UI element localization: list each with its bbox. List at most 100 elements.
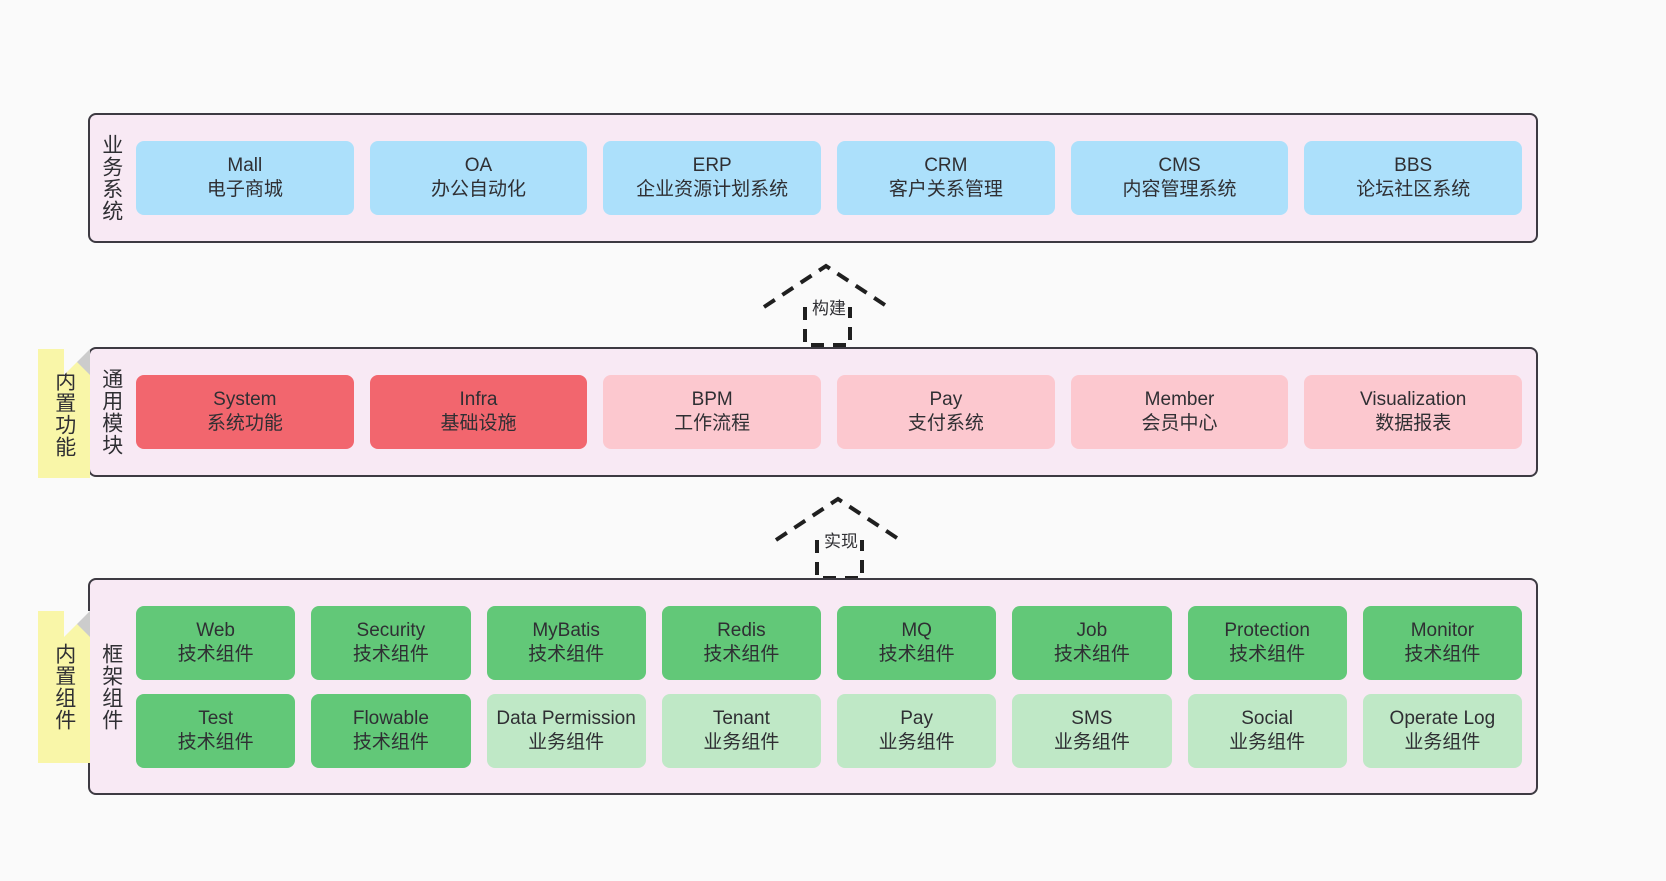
card-subtitle: 业务组件	[703, 731, 780, 753]
card-subtitle: 业务组件	[878, 731, 955, 753]
card-security[interactable]: Security 技术组件	[311, 605, 471, 680]
card-pay[interactable]: Pay 支付系统	[837, 375, 1055, 449]
card-title: Pay	[929, 389, 963, 411]
card-subtitle: 技术组件	[352, 731, 429, 753]
card-subtitle: 基础设施	[440, 413, 517, 434]
card-title: BPM	[691, 389, 733, 411]
sticky-note-label: 内置组件	[52, 643, 76, 731]
card-title: Job	[1076, 619, 1108, 641]
card-subtitle: 客户关系管理	[888, 179, 1003, 200]
sticky-fold-cut-icon	[64, 611, 90, 637]
card-erp[interactable]: ERP 企业资源计划系统	[603, 141, 822, 215]
connector-build: 构建	[760, 262, 920, 347]
card-pay-biz[interactable]: Pay 业务组件	[837, 693, 997, 768]
card-row: Mall 电子商城 OA 办公自动化 ERP 企业资源计划系统 CRM 客户关系…	[136, 141, 1523, 215]
card-operate-log[interactable]: Operate Log 业务组件	[1362, 693, 1522, 768]
card-title: BBS	[1394, 155, 1433, 177]
layer-common-module-cards: System 系统功能 Infra 基础设施 BPM 工作流程 Pay 支付系统…	[132, 349, 1536, 475]
card-social[interactable]: Social 业务组件	[1187, 693, 1347, 768]
card-title: Member	[1144, 389, 1215, 411]
card-test[interactable]: Test 技术组件	[136, 693, 296, 768]
card-title: Social	[1241, 707, 1293, 729]
card-title: Mall	[227, 155, 263, 177]
sticky-fold-cut-icon	[64, 349, 90, 375]
card-tenant[interactable]: Tenant 业务组件	[661, 693, 821, 768]
card-monitor[interactable]: Monitor 技术组件	[1362, 605, 1522, 680]
card-mq[interactable]: MQ 技术组件	[837, 605, 997, 680]
card-subtitle: 支付系统	[907, 413, 984, 434]
card-title: System	[213, 389, 277, 411]
card-sms[interactable]: SMS 业务组件	[1012, 693, 1172, 768]
card-crm[interactable]: CRM 客户关系管理	[837, 141, 1055, 215]
card-mall[interactable]: Mall 电子商城	[136, 141, 354, 215]
card-system[interactable]: System 系统功能	[136, 375, 354, 449]
card-title: Infra	[459, 389, 498, 411]
layer-common-module: 通用模块 System 系统功能 Infra 基础设施 BPM 工作流程 Pay…	[88, 347, 1538, 477]
card-title: SMS	[1071, 707, 1113, 729]
card-visualization[interactable]: Visualization 数据报表	[1304, 375, 1523, 449]
card-bpm[interactable]: BPM 工作流程	[603, 375, 822, 449]
card-title: CRM	[924, 155, 968, 177]
card-subtitle: 技术组件	[352, 643, 429, 665]
card-bbs[interactable]: BBS 论坛社区系统	[1304, 141, 1523, 215]
card-subtitle: 技术组件	[1229, 643, 1306, 665]
card-title: Operate Log	[1389, 707, 1496, 729]
layer-framework-component: 框架组件 Web 技术组件 Security 技术组件 MyBatis 技术组件…	[88, 578, 1538, 795]
connector-build-label: 构建	[812, 299, 846, 318]
card-subtitle: 业务组件	[1053, 731, 1130, 753]
card-cms[interactable]: CMS 内容管理系统	[1070, 141, 1289, 215]
card-subtitle: 业务组件	[1229, 731, 1306, 753]
card-protection[interactable]: Protection 技术组件	[1187, 605, 1347, 680]
card-flowable[interactable]: Flowable 技术组件	[311, 693, 471, 768]
card-subtitle: 企业资源计划系统	[636, 179, 789, 200]
card-member[interactable]: Member 会员中心	[1070, 375, 1289, 449]
card-subtitle: 业务组件	[1404, 731, 1481, 753]
card-infra[interactable]: Infra 基础设施	[369, 375, 588, 449]
card-title: MQ	[901, 619, 932, 641]
card-title: Protection	[1224, 619, 1310, 641]
card-subtitle: 技术组件	[1053, 643, 1130, 665]
card-subtitle: 会员中心	[1141, 413, 1218, 434]
card-title: Redis	[717, 619, 766, 641]
card-title: Monitor	[1410, 619, 1475, 641]
layer-business-system-label: 业务系统	[99, 134, 123, 222]
card-title: Test	[198, 707, 234, 729]
card-subtitle: 技术组件	[177, 731, 254, 753]
card-subtitle: 技术组件	[1404, 643, 1481, 665]
card-subtitle: 技术组件	[703, 643, 780, 665]
connector-implement: 实现	[772, 495, 932, 580]
card-subtitle: 技术组件	[177, 643, 254, 665]
card-row: Web 技术组件 Security 技术组件 MyBatis 技术组件 Redi…	[136, 605, 1522, 680]
card-subtitle: 系统功能	[206, 413, 283, 434]
card-row: Test 技术组件 Flowable 技术组件 Data Permission …	[136, 693, 1522, 768]
card-title: Pay	[900, 707, 933, 729]
card-subtitle: 技术组件	[528, 643, 605, 665]
card-title: Data Permission	[496, 707, 636, 729]
card-data-permission[interactable]: Data Permission 业务组件	[486, 693, 646, 768]
layer-common-module-label: 通用模块	[99, 368, 123, 456]
card-subtitle: 工作流程	[674, 413, 751, 434]
card-subtitle: 电子商城	[206, 179, 283, 200]
card-title: OA	[464, 155, 493, 177]
layer-business-system-cards: Mall 电子商城 OA 办公自动化 ERP 企业资源计划系统 CRM 客户关系…	[132, 115, 1536, 241]
implement-arrow-head	[774, 496, 902, 542]
card-redis[interactable]: Redis 技术组件	[661, 605, 821, 680]
card-web[interactable]: Web 技术组件	[136, 605, 296, 680]
card-job[interactable]: Job 技术组件	[1012, 605, 1172, 680]
sticky-note-builtin-component: 内置组件	[38, 611, 90, 763]
card-row: System 系统功能 Infra 基础设施 BPM 工作流程 Pay 支付系统…	[136, 375, 1523, 449]
connector-implement-label: 实现	[824, 532, 858, 551]
card-title: MyBatis	[532, 619, 600, 641]
card-title: Flowable	[352, 707, 429, 729]
card-subtitle: 论坛社区系统	[1356, 179, 1471, 200]
card-oa[interactable]: OA 办公自动化	[369, 141, 588, 215]
layer-framework-component-cards: Web 技术组件 Security 技术组件 MyBatis 技术组件 Redi…	[132, 580, 1536, 793]
card-title: CMS	[1158, 155, 1201, 177]
card-mybatis[interactable]: MyBatis 技术组件	[486, 605, 646, 680]
card-title: Web	[196, 619, 235, 641]
card-subtitle: 办公自动化	[431, 179, 527, 200]
card-title: Visualization	[1360, 389, 1467, 411]
sticky-note-builtin-feature: 内置功能	[38, 349, 90, 478]
card-title: Security	[356, 619, 426, 641]
